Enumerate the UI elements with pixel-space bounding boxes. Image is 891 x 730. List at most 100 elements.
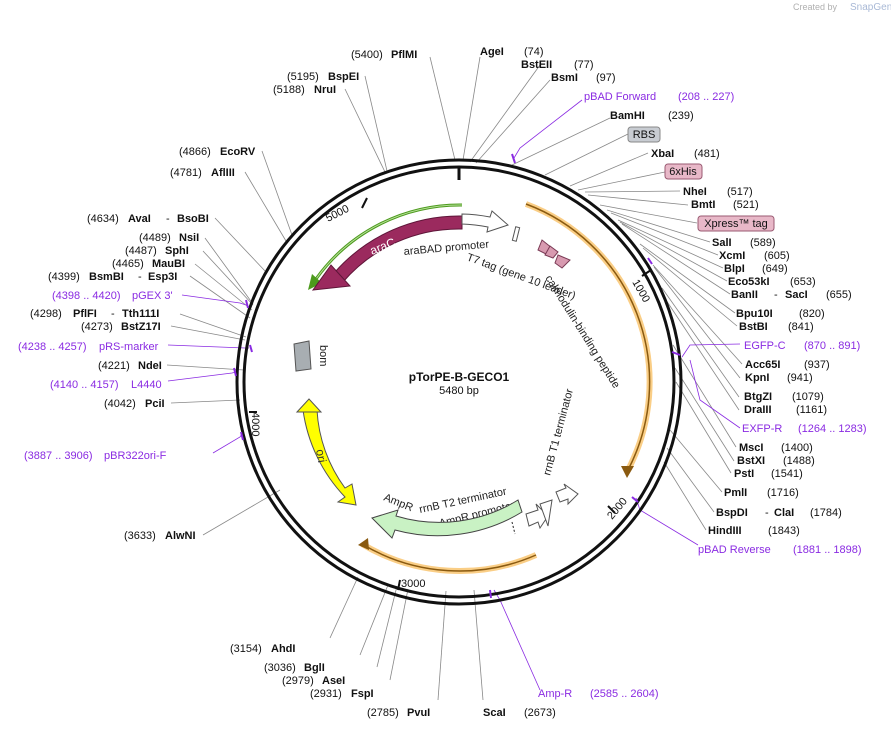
site-pBADR-pos: (1881 .. 1898) bbox=[793, 544, 862, 556]
primer-lines bbox=[167, 99, 741, 691]
site-AseI: AseI bbox=[322, 675, 345, 687]
site-BspEI-pos: (5195) bbox=[287, 71, 319, 83]
rrnB-T1-label: rrnB T1 terminator bbox=[541, 387, 576, 476]
site-Bpu10I-pos: (820) bbox=[799, 308, 825, 320]
site-BlpI: BlpI bbox=[724, 263, 745, 275]
site-pBR322oriF: pBR322ori-F bbox=[104, 450, 167, 462]
site-KpnI-pos: (941) bbox=[787, 372, 813, 384]
site-PflFI-pos: (4298) bbox=[30, 308, 62, 320]
site-Esp3I: Esp3I bbox=[148, 271, 177, 283]
site-PstI: PstI bbox=[734, 468, 754, 480]
site-BspEI: BspEI bbox=[328, 71, 359, 83]
araC-label: araC bbox=[368, 235, 398, 258]
site-BsmBI-pos: (4399) bbox=[48, 271, 80, 283]
ampR-feature bbox=[371, 499, 523, 539]
tick-marks bbox=[249, 197, 652, 591]
green-strand-head bbox=[308, 274, 322, 290]
araBAD-promoter-feature bbox=[461, 210, 509, 233]
site-NsiI-pos: (4489) bbox=[139, 232, 171, 244]
rbs-badge bbox=[627, 126, 661, 143]
calmodulin-mark-2 bbox=[554, 254, 571, 269]
site-BstBI-pos: (841) bbox=[788, 321, 814, 333]
site-AhdI: AhdI bbox=[271, 643, 295, 655]
site-DraIII-pos: (1161) bbox=[796, 404, 827, 416]
site-BspDI: BspDI bbox=[716, 507, 748, 519]
site-ClaI: ClaI bbox=[774, 507, 794, 519]
site-BtgZI-pos: (1079) bbox=[792, 391, 824, 403]
rrnB-T1-feature bbox=[555, 483, 579, 506]
site-pBADR: pBAD Reverse bbox=[698, 544, 771, 556]
site-Eco53kI-pos: (653) bbox=[790, 276, 816, 288]
site-pGEX3-pos: (4398 .. 4420) bbox=[52, 290, 121, 302]
site-BglI: BglI bbox=[304, 662, 325, 674]
bom-label: bom bbox=[317, 345, 329, 366]
site-Eco53kI: Eco53kI bbox=[728, 276, 770, 288]
amp-arrowhead bbox=[358, 538, 369, 550]
site-Acc65I-pos: (937) bbox=[804, 359, 830, 371]
site-NruI-pos: (5188) bbox=[273, 84, 305, 96]
site-XbaI: XbaI bbox=[651, 148, 674, 160]
site-BanII-pos: (655) bbox=[826, 289, 852, 301]
site-DraIII: DraIII bbox=[744, 404, 772, 416]
ampR-label: AmpR bbox=[382, 492, 415, 515]
site-EcoRV-pos: (4866) bbox=[179, 146, 211, 158]
site-SphI: SphI bbox=[165, 245, 189, 257]
site-XcmI-pos: (605) bbox=[764, 250, 790, 262]
site-MscI: MscI bbox=[739, 442, 763, 454]
site-BstXI: BstXI bbox=[737, 455, 765, 467]
ampR-promoter-feature bbox=[539, 499, 553, 527]
site-BstEII: BstEII bbox=[521, 59, 552, 71]
site-PflFI: PflFI bbox=[73, 308, 97, 320]
site-PciI-pos: (4042) bbox=[104, 398, 136, 410]
site-BstXI-pos: (1488) bbox=[783, 455, 815, 467]
rbs-mark bbox=[511, 226, 521, 242]
site-PvuI-pos: (2785) bbox=[367, 707, 399, 719]
site-HindIII: HindIII bbox=[708, 525, 742, 537]
plasmid-length: 5480 bp bbox=[439, 385, 479, 397]
site-L4440-pos: (4140 .. 4157) bbox=[50, 379, 119, 391]
xpress-badge-label: Xpress™ tag bbox=[704, 218, 768, 230]
ampR-dashed-mark bbox=[511, 521, 516, 535]
site-BstEII-pos: (77) bbox=[574, 59, 594, 71]
araC-arrowhead bbox=[311, 264, 352, 291]
site-AgeI: AgeI bbox=[480, 46, 504, 58]
site-NheI: NheI bbox=[683, 186, 707, 198]
his-badge bbox=[664, 163, 703, 180]
site-AmpRp: Amp-R bbox=[538, 688, 572, 700]
ori-arrowhead bbox=[295, 398, 323, 413]
site-AvaI-pos: (4634) bbox=[87, 213, 119, 225]
his-badge-label: 6xHis bbox=[669, 166, 697, 178]
site-BamHI-pos: (239) bbox=[668, 110, 694, 122]
site-PflMI-pos: (5400) bbox=[351, 49, 383, 61]
geco-arrowhead bbox=[621, 466, 634, 478]
site-AlwNI: AlwNI bbox=[165, 530, 196, 542]
snapgene-brand: SnapGene bbox=[850, 2, 891, 13]
green-strand-arc-inner bbox=[315, 204, 463, 280]
site-Bpu10I: Bpu10I bbox=[736, 308, 773, 320]
site-BamHI: BamHI bbox=[610, 110, 645, 122]
site-Tth111I: Tth111I bbox=[122, 308, 159, 320]
site-PflMI: PflMI bbox=[391, 49, 417, 61]
site-EGFPC: EGFP-C bbox=[744, 340, 786, 352]
site-ScaI-pos: (2673) bbox=[524, 707, 556, 719]
site-MscI-pos: (1400) bbox=[781, 442, 813, 454]
site-BsmI: BsmI bbox=[551, 72, 578, 84]
site-AvaI-sep: - bbox=[166, 213, 170, 225]
site-pBADF-pos: (208 .. 227) bbox=[678, 91, 734, 103]
site-NruI: NruI bbox=[314, 84, 336, 96]
site-SalI-pos: (589) bbox=[750, 237, 776, 249]
site-BstBI: BstBI bbox=[739, 321, 768, 333]
site-BspDI-sep: - bbox=[765, 507, 769, 519]
site-SphI-pos: (4487) bbox=[125, 245, 157, 257]
site-PstI-pos: (1541) bbox=[771, 468, 803, 480]
site-AflIII: AflIII bbox=[211, 167, 235, 179]
site-NsiI: NsiI bbox=[179, 232, 199, 244]
site-MauBI-pos: (4465) bbox=[112, 258, 144, 270]
site-BanII: BanII bbox=[731, 289, 758, 301]
site-BlpI-pos: (649) bbox=[762, 263, 788, 275]
site-BmtI: BmtI bbox=[691, 199, 715, 211]
site-pRSmarker: pRS-marker bbox=[99, 341, 159, 353]
site-PvuI: PvuI bbox=[407, 707, 430, 719]
site-PciI: PciI bbox=[145, 398, 165, 410]
